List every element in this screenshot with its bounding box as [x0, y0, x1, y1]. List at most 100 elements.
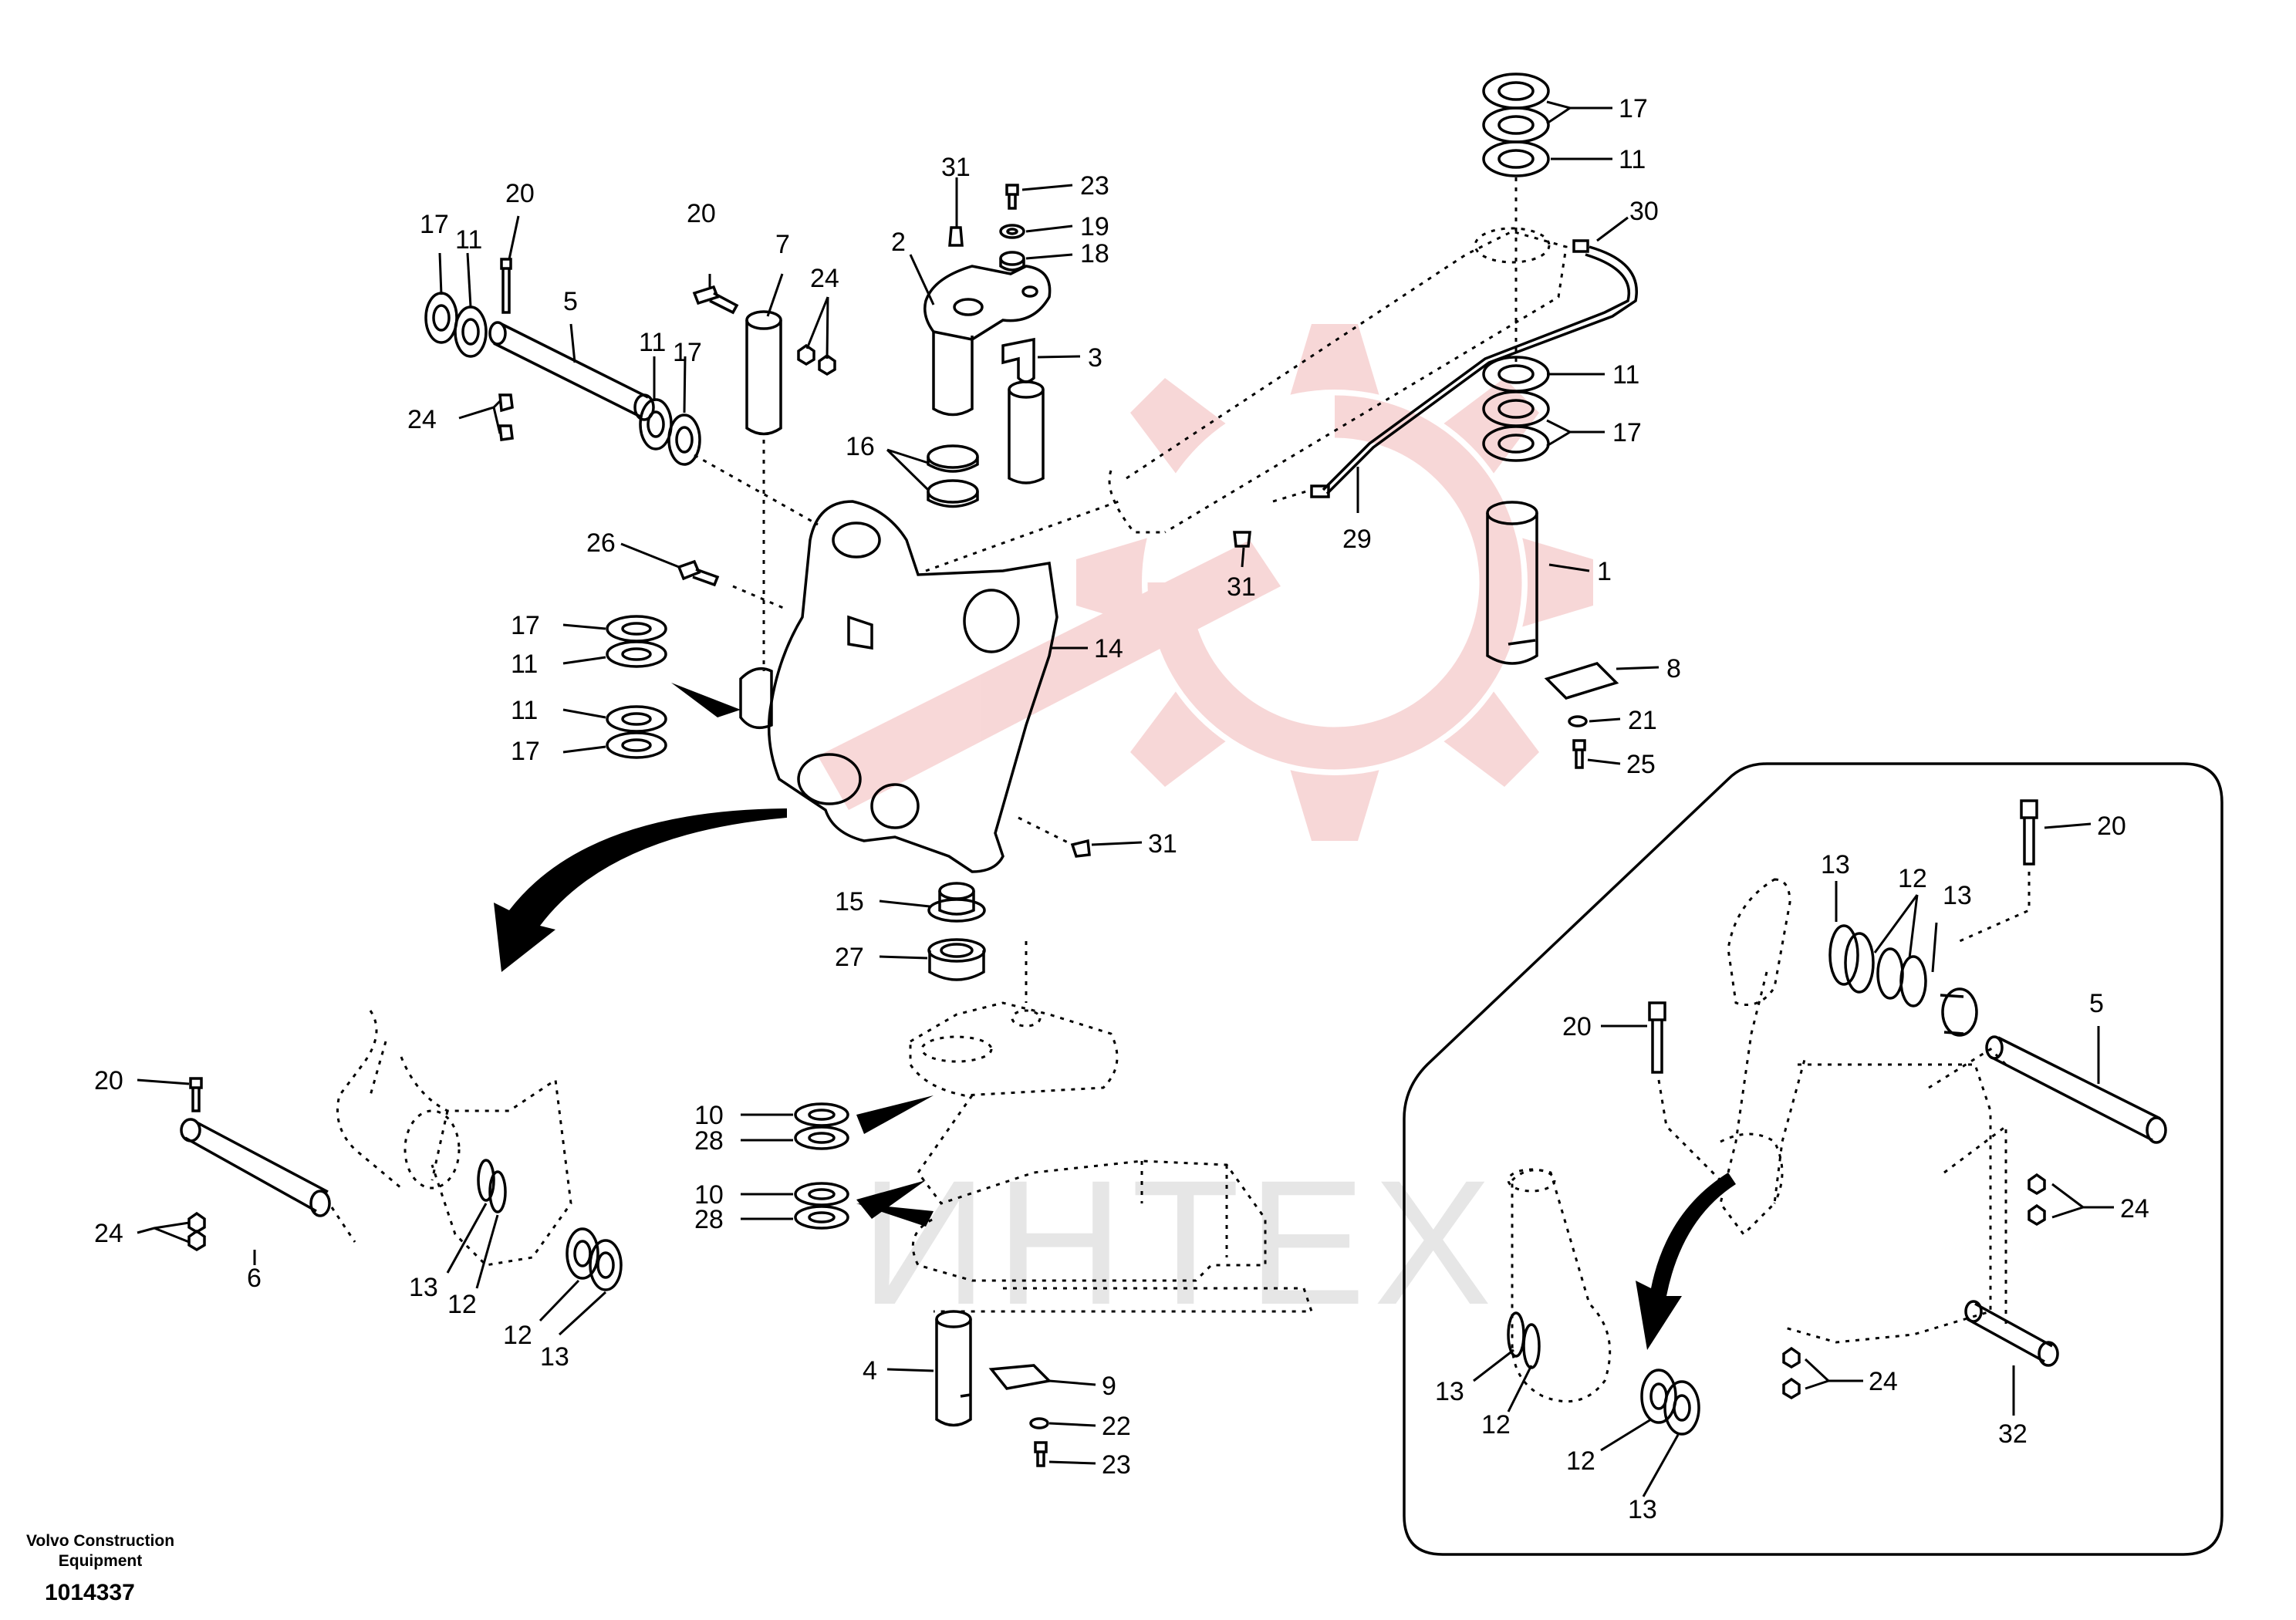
callout-1: 1 [1597, 557, 1612, 586]
bolt-25 [1572, 739, 1586, 769]
callout-17: 17 [511, 737, 540, 766]
callout-31: 31 [941, 153, 971, 182]
callout-13: 13 [540, 1342, 569, 1372]
callout-20: 20 [94, 1066, 123, 1095]
callout-23: 23 [1080, 171, 1109, 201]
washer-22 [1029, 1417, 1049, 1429]
callout-11: 11 [511, 696, 538, 725]
callout-31: 31 [1227, 572, 1256, 602]
callout-32: 32 [1998, 1419, 2028, 1449]
callout-17: 17 [1612, 418, 1642, 447]
document-number: 1014337 [45, 1580, 135, 1605]
callout-24: 24 [94, 1219, 123, 1248]
arrow-to-10a [856, 1095, 934, 1134]
callout-12: 12 [1898, 864, 1927, 893]
callout-8: 8 [1666, 654, 1681, 683]
pointer-arrow-14 [671, 683, 741, 717]
leader-lines [137, 100, 2114, 1497]
callout-23: 23 [1102, 1450, 1131, 1480]
bushing-27 [927, 938, 986, 981]
callout-3: 3 [1088, 343, 1102, 373]
arrow-to-10b [856, 1180, 934, 1227]
callout-26: 26 [586, 528, 616, 558]
grease-fitting-31 [948, 226, 964, 247]
callout-30: 30 [1629, 197, 1659, 226]
pin-5-assembly [424, 258, 819, 526]
pin-4 [935, 1310, 972, 1427]
bushing-15 [927, 882, 986, 923]
callout-18: 18 [1080, 239, 1109, 268]
hydraulic-line [1272, 239, 1638, 503]
nut-18 [999, 251, 1025, 272]
callout-22: 22 [1102, 1412, 1131, 1441]
callout-28: 28 [694, 1126, 724, 1156]
callout-29: 29 [1342, 525, 1372, 554]
callout-25: 25 [1626, 750, 1656, 779]
callout-9: 9 [1102, 1372, 1116, 1401]
callout-12: 12 [1566, 1446, 1595, 1476]
curved-arrow-large [494, 808, 787, 972]
washer-19 [999, 224, 1025, 239]
callout-5: 5 [2089, 989, 2104, 1018]
callout-6: 6 [247, 1264, 262, 1293]
swing-bracket-14 [732, 500, 1059, 873]
pin-3 [1001, 337, 1045, 484]
callout-2: 2 [891, 228, 906, 257]
grease-fitting-31-mid [1233, 531, 1251, 548]
pin-6-detail [180, 1010, 623, 1291]
callout-24: 24 [810, 264, 839, 293]
callout-11: 11 [455, 225, 482, 255]
bushings-16 [927, 444, 979, 508]
washer-stack-top-right [1482, 73, 1550, 363]
bolt-20 [692, 285, 739, 315]
callout-11: 11 [1612, 360, 1639, 390]
callout-13: 13 [1943, 881, 1972, 910]
plate-8 [1544, 662, 1619, 700]
credit-company-suffix: Equipment [58, 1552, 143, 1570]
bolt-23-bottom [1034, 1441, 1048, 1467]
callout-12: 12 [503, 1321, 532, 1350]
boom-cylinder [925, 227, 1568, 572]
callout-4: 4 [863, 1356, 877, 1385]
callout-20: 20 [687, 199, 716, 228]
credit-company: Volvo Construction [25, 1532, 175, 1550]
callout-20: 20 [1562, 1012, 1592, 1041]
callout-20: 20 [2097, 812, 2126, 841]
callout-13: 13 [1821, 850, 1850, 879]
bracket-2 [923, 265, 1052, 417]
callout-13: 13 [409, 1273, 438, 1302]
callout-21: 21 [1628, 706, 1657, 735]
callout-24: 24 [1869, 1367, 1898, 1396]
callout-19: 19 [1080, 212, 1109, 241]
washers-10-28-bottom [794, 1182, 849, 1230]
callout-11: 11 [511, 650, 538, 679]
callout-10: 10 [694, 1101, 724, 1130]
washers-left-stack [606, 615, 667, 759]
pin-7 [745, 310, 782, 671]
grease-fitting-31-low [1018, 816, 1091, 858]
callout-5: 5 [563, 287, 578, 316]
washer-stack-mid-right [1482, 356, 1550, 462]
callout-17: 17 [511, 611, 540, 640]
bolt-26 [677, 559, 720, 587]
callout-24: 24 [2120, 1194, 2149, 1223]
callout-labels: 17 11 30 31 23 19 18 2 3 20 17 11 5 20 7… [94, 94, 2149, 1524]
callout-12: 12 [1481, 1410, 1511, 1439]
callout-14: 14 [1094, 634, 1123, 663]
callout-27: 27 [835, 943, 864, 972]
callout-31: 31 [1148, 829, 1177, 859]
callout-15: 15 [835, 887, 864, 916]
nuts-24-top [797, 343, 836, 376]
callout-16: 16 [846, 432, 875, 461]
callout-11: 11 [639, 328, 666, 357]
inset-detail [1403, 762, 2223, 1556]
plate-9 [988, 1364, 1052, 1390]
callout-12: 12 [447, 1290, 477, 1319]
washers-10-28-top [794, 1102, 849, 1150]
callout-11: 11 [1619, 145, 1646, 174]
callout-7: 7 [775, 230, 790, 259]
bolt-23-top [1005, 184, 1019, 210]
swing-frame [909, 941, 1314, 1313]
callout-10: 10 [694, 1180, 724, 1210]
